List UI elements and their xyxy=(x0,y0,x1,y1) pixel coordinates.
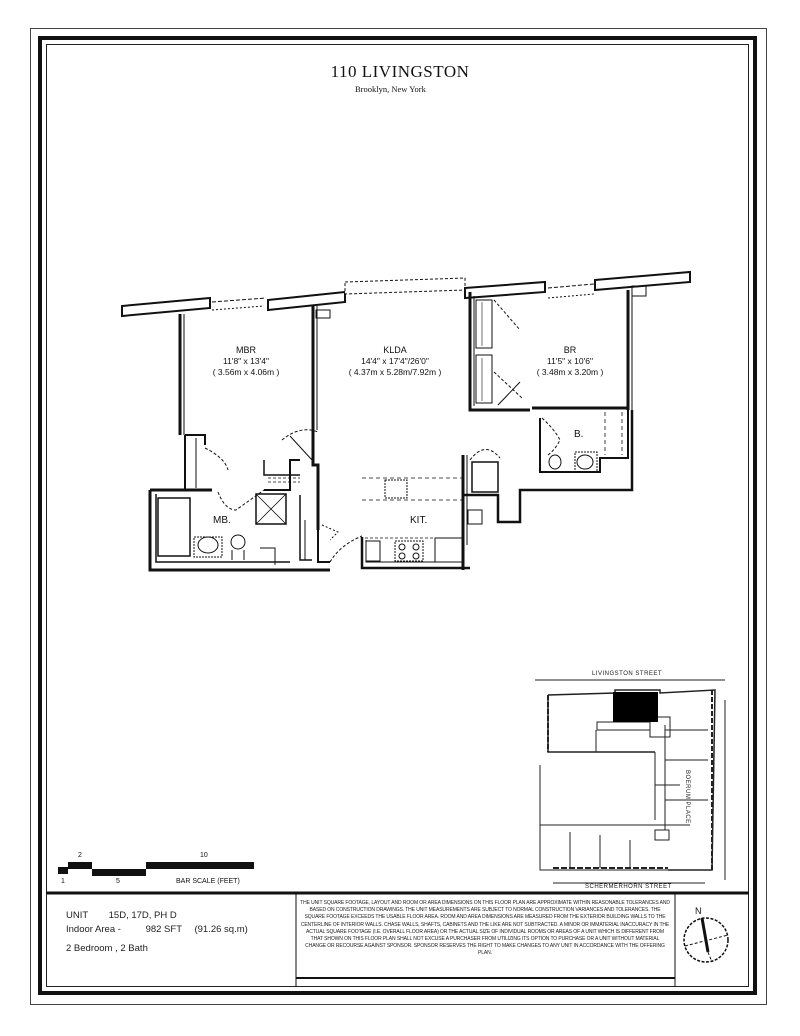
compass-north-label: N xyxy=(695,906,702,916)
scale-tick-10: 10 xyxy=(200,852,208,859)
room-label-br: BR 11'5" x 10'6" ( 3.48m x 3.20m ) xyxy=(520,345,620,378)
compass-icon xyxy=(682,916,730,964)
room-dimension-metric: ( 3.48m x 3.20m ) xyxy=(536,367,604,377)
page-subtitle: Brooklyn, New York xyxy=(355,84,426,94)
unit-info-box: UNIT 15D, 17D, PH D Indoor Area - 982 SF… xyxy=(56,894,296,974)
room-label-mbr: MBR 11'8" x 13'4" ( 3.56m x 4.06m ) xyxy=(200,345,292,378)
room-dimension-imperial: 11'5" x 10'6" xyxy=(547,356,593,366)
street-label-north: LIVINGSTON STREET xyxy=(592,671,663,677)
scale-tick-5: 5 xyxy=(116,878,120,885)
area-line: Indoor Area - 982 SFT (91.26 sq.m) xyxy=(66,924,248,935)
room-dimension-metric: ( 4.37m x 5.28m/7.92m ) xyxy=(348,367,442,377)
room-label-klda: KLDA 14'4" x 17'4"/26'0" ( 4.37m x 5.28m… xyxy=(330,345,460,378)
scale-tick-1: 1 xyxy=(61,878,65,885)
unit-label: UNIT xyxy=(66,910,88,921)
room-dimension-metric: ( 3.56m x 4.06m ) xyxy=(212,367,280,377)
scale-tick-2: 2 xyxy=(78,852,82,859)
page-border-thick xyxy=(38,36,757,995)
area-label: Indoor Area - xyxy=(66,924,121,935)
label-master-bath: MB. xyxy=(213,515,231,526)
room-dimension-imperial: 14'4" x 17'4"/26'0" xyxy=(361,356,429,366)
room-name: KLDA xyxy=(383,345,407,355)
room-name: BR xyxy=(563,345,577,355)
area-metric: (91.26 sq.m) xyxy=(194,924,248,935)
room-dimension-imperial: 11'8" x 13'4" xyxy=(223,356,269,366)
area-value: 982 SFT xyxy=(145,924,182,935)
label-kitchen: KIT. xyxy=(410,515,428,526)
page-border-inner xyxy=(46,44,749,987)
scale-bar-label: BAR SCALE (FEET) xyxy=(176,878,240,885)
street-label-east: BOERUM PLACE xyxy=(684,770,690,824)
page-title: 110 LIVINGSTON xyxy=(330,62,470,81)
street-label-south: SCHERMERHORN STREET xyxy=(585,884,672,890)
disclaimer-text: The unit square footage, layout and room… xyxy=(300,900,670,957)
unit-line: UNIT 15D, 17D, PH D xyxy=(66,910,177,921)
unit-value: 15D, 17D, PH D xyxy=(108,910,177,921)
rooms-summary: 2 Bedroom , 2 Bath xyxy=(66,943,148,954)
page-border-outer xyxy=(30,28,767,1005)
label-bath: B. xyxy=(574,429,584,440)
room-name: MBR xyxy=(236,345,256,355)
